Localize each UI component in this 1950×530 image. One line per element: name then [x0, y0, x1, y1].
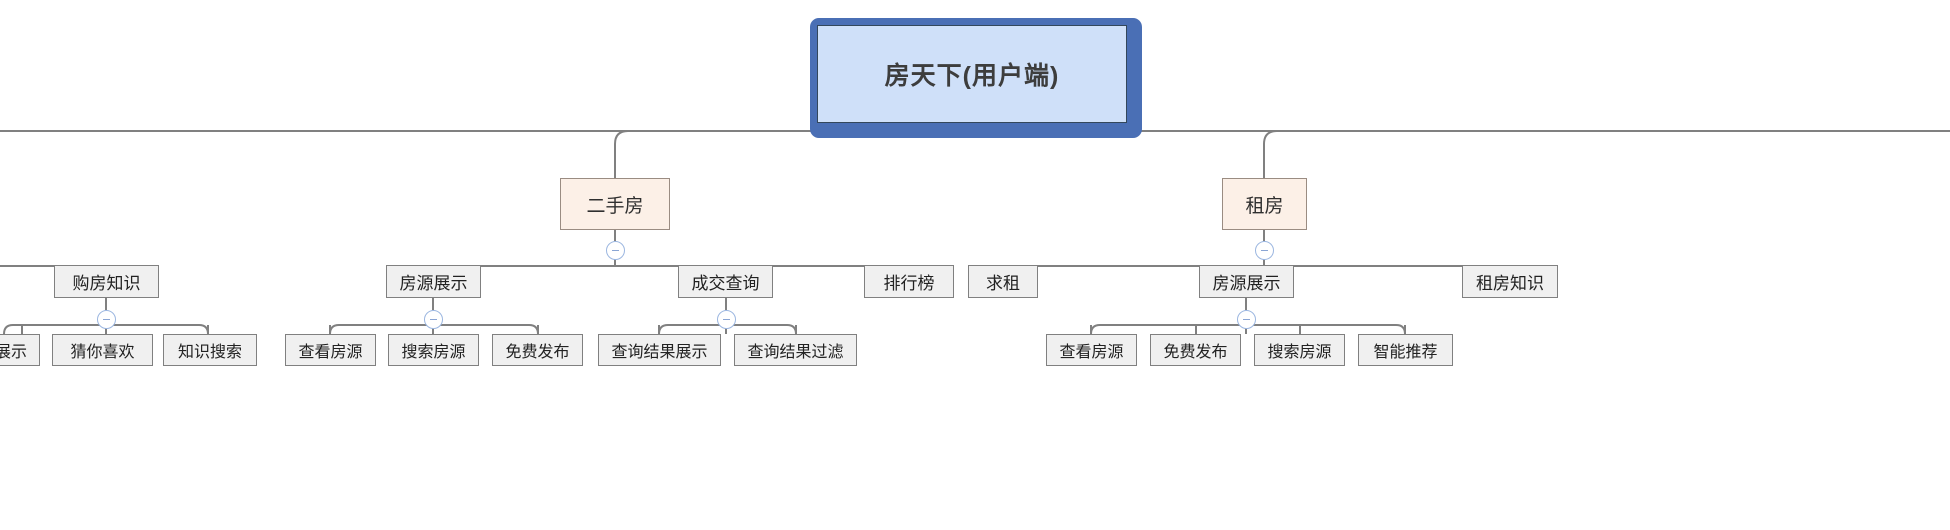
item-node-zufangzhishi[interactable]: 租房知识: [1462, 265, 1558, 298]
item-node-qiuzu[interactable]: 求租: [968, 265, 1038, 298]
minus-icon: [1243, 319, 1250, 320]
leaf-node-mianfeifabu-2[interactable]: 免费发布: [1150, 334, 1241, 366]
leaf-node-chakanfangyuan-1[interactable]: 查看房源: [285, 334, 376, 366]
item-node-fangyuanzhanshi-zufang[interactable]: 房源展示: [1199, 265, 1294, 298]
minus-icon: [723, 319, 730, 320]
collapse-toggle-fangyuanzhanshi-ershoufang[interactable]: [424, 310, 443, 329]
leaf-node-chakanfangyuan-2[interactable]: 查看房源: [1046, 334, 1137, 366]
item-node-chengjiaochaxun[interactable]: 成交查询: [678, 265, 773, 298]
root-node-fangtianxia[interactable]: 房天下(用户端): [817, 25, 1127, 123]
collapse-toggle-fangyuanzhanshi-zufang[interactable]: [1237, 310, 1256, 329]
leaf-node-mianfeifabu-1[interactable]: 免费发布: [492, 334, 583, 366]
category-node-zufang[interactable]: 租房: [1222, 178, 1307, 230]
minus-icon: [1261, 250, 1268, 251]
collapse-toggle-goufangzhishi[interactable]: [97, 310, 116, 329]
leaf-node-zhanshi[interactable]: 展示: [0, 334, 40, 366]
item-node-fangyuanzhanshi-ershoufang[interactable]: 房源展示: [386, 265, 481, 298]
leaf-node-cainixihuan[interactable]: 猜你喜欢: [52, 334, 153, 366]
collapse-toggle-zufang[interactable]: [1255, 241, 1274, 260]
category-node-ershoufang[interactable]: 二手房: [560, 178, 670, 230]
minus-icon: [430, 319, 437, 320]
item-node-paihangbang[interactable]: 排行榜: [864, 265, 954, 298]
item-node-goufangzhishi[interactable]: 购房知识: [54, 265, 159, 298]
leaf-node-sousuofangyuan-1[interactable]: 搜索房源: [388, 334, 479, 366]
leaf-node-sousuofangyuan-2[interactable]: 搜索房源: [1254, 334, 1345, 366]
minus-icon: [103, 319, 110, 320]
leaf-node-chaxunjieguoguolv[interactable]: 查询结果过滤: [734, 334, 857, 366]
collapse-toggle-chengjiaochaxun[interactable]: [717, 310, 736, 329]
leaf-node-zhinengtuijian[interactable]: 智能推荐: [1358, 334, 1453, 366]
leaf-node-chaxunjieguozhanshi[interactable]: 查询结果展示: [598, 334, 721, 366]
leaf-node-zhishisousuo[interactable]: 知识搜索: [163, 334, 257, 366]
minus-icon: [612, 250, 619, 251]
collapse-toggle-ershoufang[interactable]: [606, 241, 625, 260]
